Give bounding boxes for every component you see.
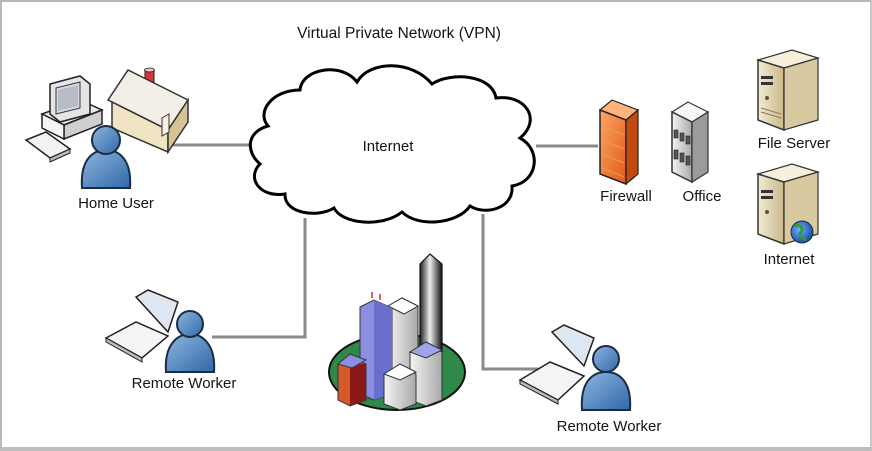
connector-lines (162, 143, 598, 371)
laptop-icon (104, 289, 179, 363)
remote-worker-left-group[interactable] (104, 289, 216, 373)
office-group[interactable] (670, 101, 710, 184)
server-tower-icon (755, 49, 821, 132)
home-user-label: Home User (78, 195, 154, 212)
internet-cloud-icon (249, 64, 536, 224)
file-server-group[interactable] (755, 49, 821, 132)
file-server-label: File Server (757, 135, 831, 152)
office-building-icon (670, 101, 710, 184)
firewall-group[interactable] (598, 99, 640, 186)
diagram-title: Virtual Private Network (VPN) (297, 25, 501, 42)
internet-server-label: Internet (763, 251, 815, 268)
office-label: Office (682, 188, 722, 205)
globe-icon (790, 220, 814, 244)
cloud-label: Internet (362, 138, 414, 155)
remote-worker-left-label: Remote Worker (131, 375, 237, 392)
connector-cloud-to-remote-left (212, 218, 307, 339)
connector-cloud-to-remote-right (481, 214, 547, 371)
remote-worker-right-label: Remote Worker (556, 418, 662, 435)
city-buildings-icon (328, 253, 466, 411)
remote-worker-right-user-icon (580, 345, 632, 411)
house-icon (106, 67, 190, 155)
home-user-icon (80, 125, 132, 189)
desktop-computer-icon (40, 75, 104, 141)
internet-server-group[interactable] (755, 163, 821, 246)
home-user-group[interactable] (24, 67, 190, 189)
remote-worker-left-user-icon (164, 310, 216, 373)
brick-firewall-icon (598, 99, 640, 186)
firewall-label: Firewall (600, 188, 652, 205)
keyboard-icon (24, 131, 72, 163)
remote-worker-right-group[interactable] (518, 324, 632, 411)
laptop-icon (518, 324, 595, 405)
